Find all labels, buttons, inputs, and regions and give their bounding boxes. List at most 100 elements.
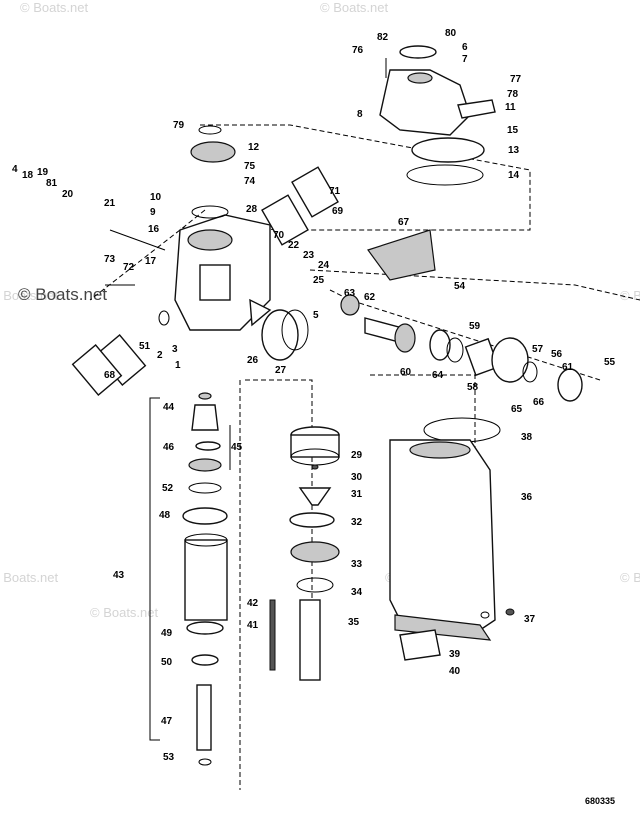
watermark: © Boats.net <box>20 0 89 15</box>
callout-label: 65 <box>511 404 523 415</box>
callout-label: 60 <box>400 367 412 378</box>
callout-label: 24 <box>318 260 330 271</box>
callout-label: 31 <box>351 489 363 500</box>
callout-label: 10 <box>150 192 162 203</box>
callout-label: 53 <box>163 752 175 763</box>
callout-label: 13 <box>508 145 520 156</box>
callout-label: 33 <box>351 559 363 570</box>
drive-shaft-stack <box>182 392 228 766</box>
lower-housing <box>389 417 515 661</box>
callout-label: 73 <box>104 254 116 265</box>
callout-label: 16 <box>148 224 160 235</box>
callout-label: 58 <box>467 382 479 393</box>
callout-label: 67 <box>398 217 410 228</box>
callout-label: 19 <box>37 167 49 178</box>
callout-label: 11 <box>505 102 516 113</box>
callout-label: 78 <box>507 89 519 100</box>
callout-label: 39 <box>449 649 461 660</box>
callout-label: 40 <box>449 666 461 677</box>
callout-label: 72 <box>123 262 135 273</box>
callout-label: 15 <box>507 125 519 136</box>
figure-number: 680335 <box>585 796 615 806</box>
callout-label: 44 <box>163 402 175 413</box>
callout-label: 4 <box>12 164 18 175</box>
callout-label: 50 <box>161 657 173 668</box>
callout-label: 36 <box>521 492 533 503</box>
callout-label: 8 <box>357 109 363 120</box>
callout-label: 37 <box>524 614 536 625</box>
callout-label: 12 <box>248 142 260 153</box>
callout-label: 25 <box>313 275 325 286</box>
callout-label: 66 <box>533 397 545 408</box>
callout-label: 9 <box>150 207 156 218</box>
callout-label: 77 <box>510 74 522 85</box>
callout-label: 71 <box>329 186 341 197</box>
callout-label: 30 <box>351 472 363 483</box>
callout-label: 2 <box>157 350 163 361</box>
callout-label: 21 <box>104 198 116 209</box>
watermark-main: © Boats.net <box>18 285 107 304</box>
callout-label: 63 <box>344 288 356 299</box>
callout-label: 54 <box>454 281 466 292</box>
callout-label: 5 <box>313 310 319 321</box>
callout-label: 49 <box>161 628 173 639</box>
callout-label: 46 <box>163 442 175 453</box>
callout-label: 61 <box>562 362 574 373</box>
callout-label: 41 <box>247 620 259 631</box>
callout-label: 29 <box>351 450 363 461</box>
callout-label: 26 <box>247 355 259 366</box>
watermark: © Boats.net <box>620 288 640 303</box>
callout-label: 1 <box>175 360 181 371</box>
callout-label: 62 <box>364 292 376 303</box>
callout-label: 43 <box>113 570 125 581</box>
watermark: © Boats.net <box>0 570 59 585</box>
callout-label: 32 <box>351 517 363 528</box>
watermark: © Boats.net <box>320 0 389 15</box>
watermark: © Boats.net <box>620 570 640 585</box>
callout-label: 20 <box>62 189 74 200</box>
callout-label: 81 <box>46 178 58 189</box>
callout-label: 17 <box>145 256 157 267</box>
callout-label: 79 <box>173 120 185 131</box>
callout-label: 82 <box>377 32 389 43</box>
callout-label: 59 <box>469 321 481 332</box>
callout-label: 68 <box>104 370 116 381</box>
callout-label: 14 <box>508 170 520 181</box>
callout-label: 64 <box>432 370 444 381</box>
watermark: © Boats.net <box>90 605 159 620</box>
callout-label: 70 <box>273 230 285 241</box>
callout-label: 3 <box>172 344 178 355</box>
gear-housing <box>71 125 436 396</box>
callout-label: 28 <box>246 204 258 215</box>
callout-label: 7 <box>462 54 468 65</box>
callout-label: 80 <box>445 28 457 39</box>
callout-label: 38 <box>521 432 533 443</box>
callout-label: 56 <box>551 349 563 360</box>
callout-label: 35 <box>348 617 360 628</box>
callout-label: 34 <box>351 587 363 598</box>
callout-label: 47 <box>161 716 173 727</box>
callout-label: 45 <box>231 442 243 453</box>
callout-label: 23 <box>303 250 315 261</box>
callout-label: 55 <box>604 357 616 368</box>
callout-label: 69 <box>332 206 344 217</box>
callout-label: 74 <box>244 176 256 187</box>
cover-assembly <box>379 45 496 186</box>
callout-label: 22 <box>288 240 300 251</box>
callout-label: 51 <box>139 341 151 352</box>
callout-label: 57 <box>532 344 544 355</box>
callout-label: 75 <box>244 161 256 172</box>
prop-shaft-assembly <box>340 294 583 402</box>
callout-label: 52 <box>162 483 174 494</box>
callout-label: 76 <box>352 45 364 56</box>
callout-label: 18 <box>22 170 34 181</box>
watermark: © Boats.net <box>0 288 59 303</box>
callout-label: 27 <box>275 365 287 376</box>
callout-label: 48 <box>159 510 171 521</box>
callout-label: 42 <box>247 598 259 609</box>
assembly-lines <box>89 124 640 790</box>
callout-label: 6 <box>462 42 468 53</box>
water-pump-stack <box>269 426 340 681</box>
